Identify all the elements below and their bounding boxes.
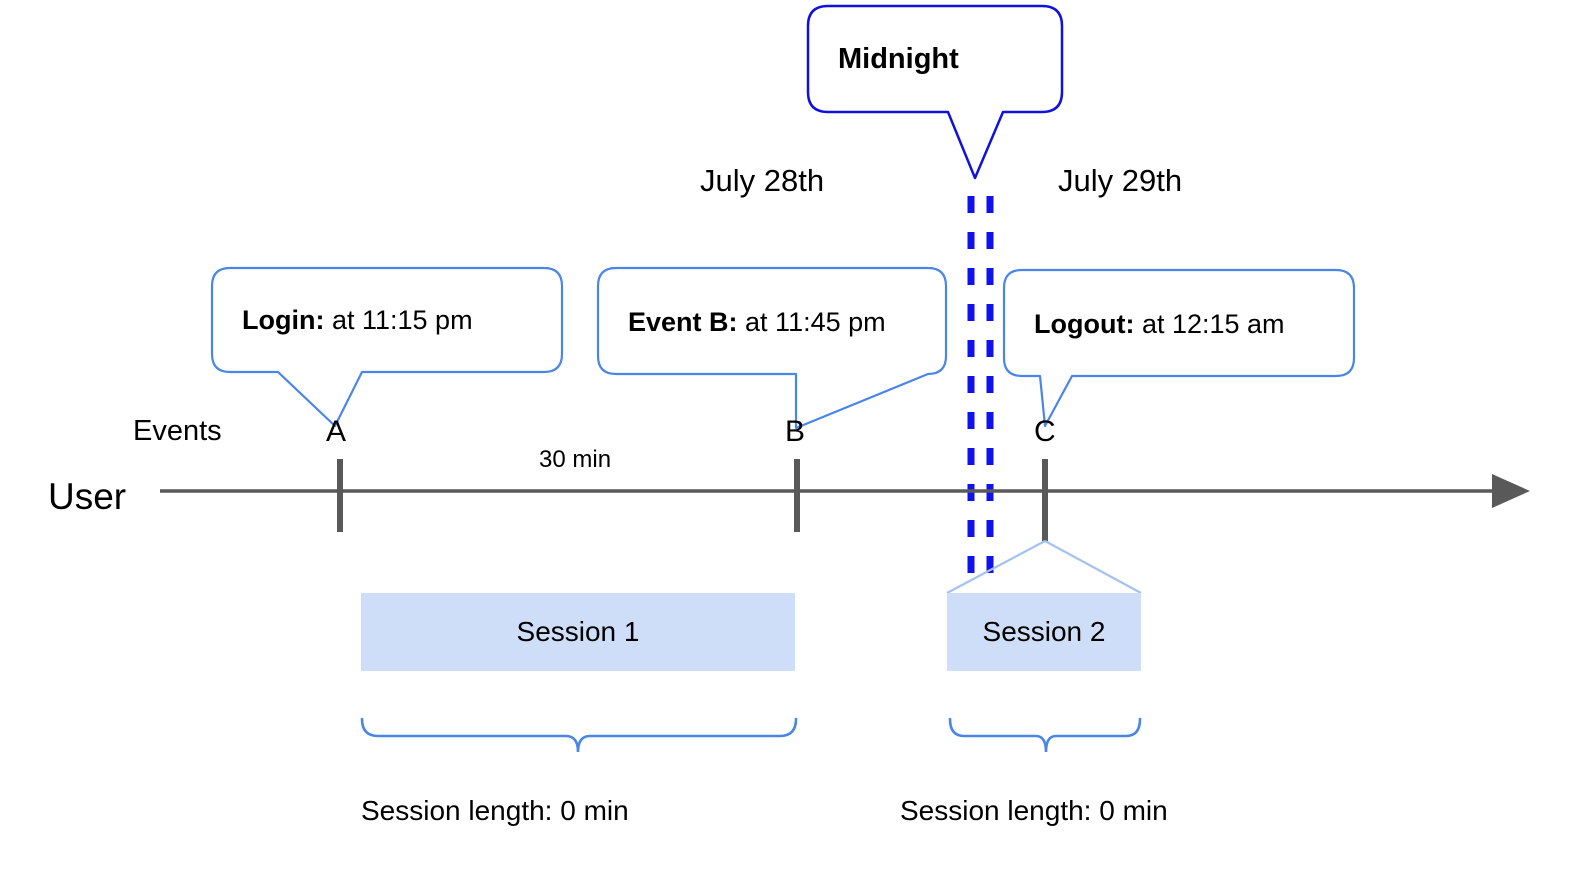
callout-login-shape [210, 266, 564, 428]
callout-event-b-path [596, 266, 948, 430]
session-1-brace-path [360, 717, 798, 753]
row-label-events: Events [133, 415, 222, 447]
callout-logout-path [1002, 268, 1356, 428]
callout-logout-time: at 12:15 am [1134, 309, 1285, 339]
session-box-2-label: Session 2 [982, 616, 1106, 647]
callout-logout-title: Logout: [1034, 309, 1135, 339]
callout-event-b-time: at 11:45 pm [737, 307, 886, 337]
session-2-tent-right [1044, 540, 1142, 594]
date-label-july-28: July 28th [700, 163, 825, 198]
date-label-july-29: July 29th [1058, 163, 1183, 198]
callout-login-path [210, 266, 564, 428]
midnight-label: Midnight [838, 43, 959, 75]
callout-logout-shape [1002, 268, 1356, 428]
session-2-tent-left [946, 540, 1046, 594]
event-letter-b: B [785, 415, 806, 448]
callout-logout-label: Logout: at 12:15 am [1034, 311, 1285, 338]
event-ticks [337, 459, 1048, 542]
callout-event-b-shape [596, 266, 948, 430]
event-letter-a: A [326, 415, 347, 448]
midnight-bubble-path [806, 4, 1064, 180]
event-letter-c: C [1034, 415, 1056, 448]
gap-duration-label: 30 min [539, 446, 612, 473]
session-2-brace-path [948, 717, 1142, 753]
session-2-tent-lines [946, 540, 1142, 594]
callout-event-b-label: Event B: at 11:45 pm [628, 309, 886, 336]
callout-event-b-title: Event B: [628, 307, 738, 337]
callout-login-label: Login: at 11:15 pm [242, 307, 473, 334]
session-1-brace [360, 717, 798, 753]
session-box-2: Session 2 [947, 593, 1141, 671]
session-box-1: Session 1 [361, 593, 795, 671]
callout-login-time: at 11:15 pm [324, 305, 473, 335]
midnight-callout-shape [806, 4, 1064, 180]
session-box-1-label: Session 1 [516, 616, 640, 647]
session-2-length-caption: Session length: 0 min [900, 795, 1168, 826]
callout-login-title: Login: [242, 305, 325, 335]
row-label-user: User [48, 476, 127, 517]
timeline-axis [160, 474, 1530, 508]
session-1-length-caption: Session length: 0 min [361, 795, 629, 826]
session-2-brace [948, 717, 1142, 753]
timeline-axis-arrowhead [1492, 474, 1530, 508]
midnight-dashed-lines [967, 196, 994, 580]
